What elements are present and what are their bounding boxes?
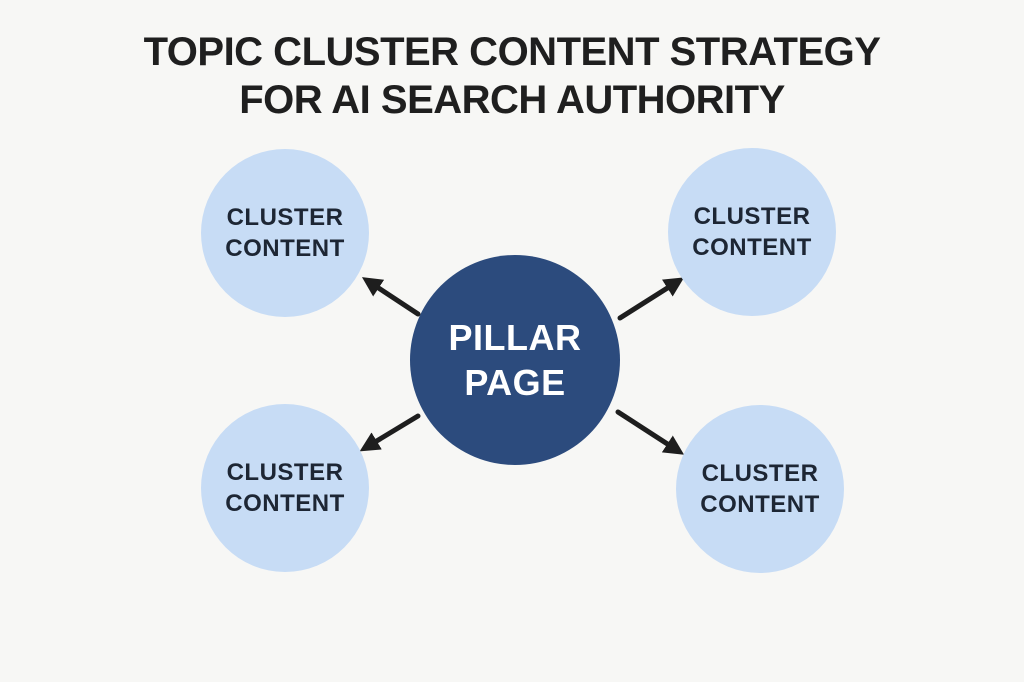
cluster-node-bottom-right: CLUSTER CONTENT bbox=[676, 405, 844, 573]
cluster-label: CLUSTER CONTENT bbox=[700, 458, 820, 520]
cluster-label-line2: CONTENT bbox=[225, 235, 345, 262]
cluster-label-line1: CLUSTER bbox=[226, 459, 344, 486]
pillar-label: PILLAR PAGE bbox=[449, 315, 582, 405]
cluster-label-line2: CONTENT bbox=[225, 490, 345, 517]
arrow-bottom-left-icon bbox=[359, 413, 421, 452]
diagram-title-line2: FOR AI SEARCH AUTHORITY bbox=[239, 78, 785, 122]
cluster-node-top-left: CLUSTER CONTENT bbox=[201, 149, 369, 317]
cluster-label-line1: CLUSTER bbox=[693, 203, 811, 230]
cluster-label: CLUSTER CONTENT bbox=[225, 202, 345, 264]
diagram-title-line1: TOPIC CLUSTER CONTENT STRATEGY bbox=[143, 30, 881, 74]
pillar-page-node: PILLAR PAGE bbox=[410, 255, 620, 465]
arrow-top-left-icon bbox=[361, 277, 421, 317]
cluster-node-bottom-left: CLUSTER CONTENT bbox=[201, 404, 369, 572]
pillar-label-line1: PILLAR bbox=[448, 317, 582, 358]
cluster-label-line1: CLUSTER bbox=[226, 204, 344, 231]
cluster-label: CLUSTER CONTENT bbox=[692, 201, 812, 263]
arrow-top-right-icon bbox=[617, 277, 685, 321]
cluster-label-line2: CONTENT bbox=[692, 234, 812, 261]
cluster-label-line1: CLUSTER bbox=[701, 460, 819, 487]
cluster-node-top-right: CLUSTER CONTENT bbox=[668, 148, 836, 316]
cluster-label-line2: CONTENT bbox=[700, 491, 820, 518]
cluster-label: CLUSTER CONTENT bbox=[225, 457, 345, 519]
diagram-title: TOPIC CLUSTER CONTENT STRATEGY FOR AI SE… bbox=[0, 28, 1024, 124]
pillar-label-line2: PAGE bbox=[464, 362, 566, 403]
arrow-bottom-right-icon bbox=[615, 409, 685, 455]
